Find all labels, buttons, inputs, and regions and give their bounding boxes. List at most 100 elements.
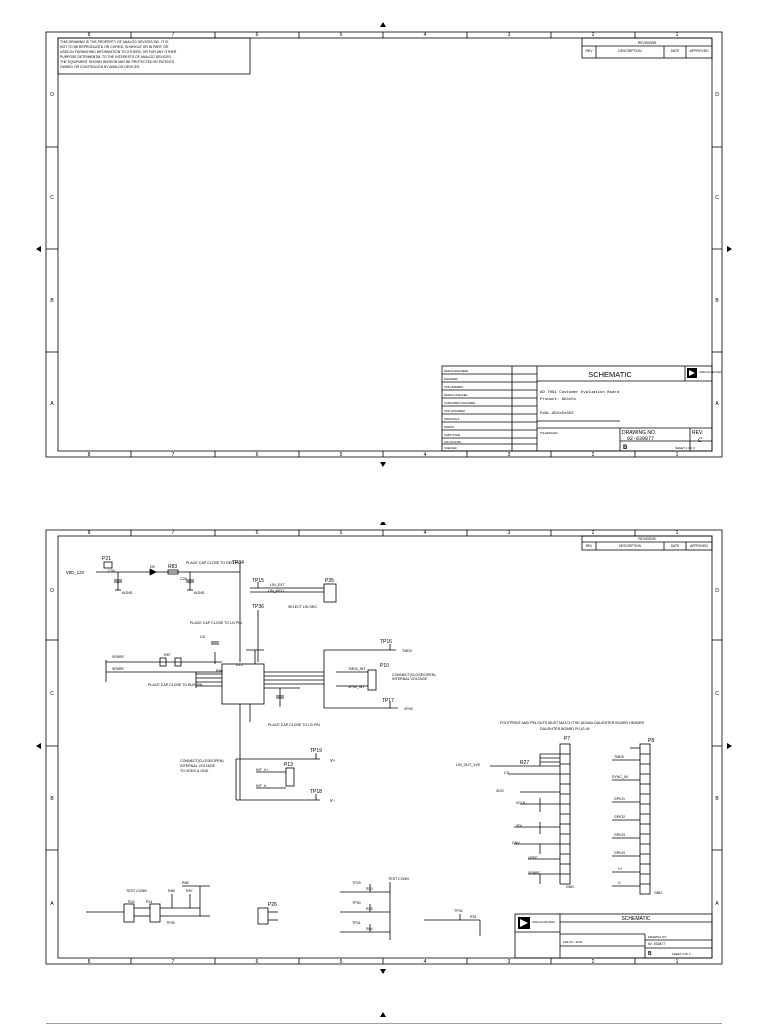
- tmd0-int-net: TMD0_INT: [348, 667, 366, 671]
- tb-field-subsystem-value: ADI-AD-01282: [444, 440, 461, 444]
- tp29-label: TP29: [352, 881, 361, 885]
- inner-border: [57, 37, 713, 452]
- tb-field-test-engineer: TEST ENGINEER: [444, 409, 465, 413]
- s2-tb-company: ANALOG DEVICES: [532, 920, 555, 924]
- col-label-bottom-2: 2: [592, 452, 595, 458]
- s2-col-top-2: 2: [592, 530, 595, 536]
- p24-connector: [149, 903, 161, 923]
- daughter-note-1: FOOTPRINT AND PIN OUTS MUST MATCH THE AD…: [500, 721, 645, 725]
- vminus-net: V-: [330, 799, 335, 804]
- daughter-note-2: DAUGHTER BOARD PLUG-IN: [540, 727, 590, 731]
- s2-col-bottom-6: 6: [256, 959, 259, 965]
- p-connector-left: [123, 903, 135, 923]
- revisions-title: REVISIONS: [638, 41, 657, 45]
- tb-drawing-label: DRAWING NO.: [622, 430, 656, 436]
- alignment-arrows: [36, 22, 732, 467]
- s2-rev-header-rev: REV: [586, 544, 593, 548]
- s2-col-bottom-8: 8: [88, 959, 91, 965]
- col-label-top-5: 5: [340, 32, 343, 38]
- schematic-sheet-2: 8 7 6 5 4 3 2 1 8 7 6 5 4 3 2 1 D C B A …: [0, 522, 768, 992]
- col-label-bottom-1: 1: [676, 452, 679, 458]
- s2-col-bottom-5: 5: [340, 959, 343, 965]
- tb-rev-value: C: [698, 438, 703, 444]
- tb-field-approvals: APPROVALS: [444, 417, 460, 421]
- p7-net-sdi: SDI: [516, 824, 522, 828]
- inner-border-2: [57, 535, 713, 959]
- p8-gnd: GND: [654, 891, 662, 895]
- agnd-label-1: AGND: [122, 591, 133, 595]
- col-label-top-4: 4: [424, 32, 427, 38]
- analog-logo-triangle-icon: [689, 370, 695, 376]
- s2-row-right-d: D: [715, 588, 719, 594]
- spare-net-1: SPARE: [112, 655, 125, 659]
- revisions-box: [581, 37, 713, 59]
- p7-net-sdo: SDO: [496, 789, 504, 793]
- s2-tb-drawing-label: DRAWING NO.: [648, 935, 667, 939]
- tb-field-pcb-assembly: PCB ASSEMBLY: [444, 385, 464, 389]
- s2-row-left-a: A: [50, 901, 54, 907]
- agnd-label-2: AGND: [194, 591, 205, 595]
- col-label-bottom-5: 5: [340, 452, 343, 458]
- s2-tb-title: SCHEMATIC: [621, 916, 650, 922]
- arrow-top-2-icon: [380, 522, 386, 525]
- tb-schematic-title: SCHEMATIC: [588, 370, 632, 379]
- select-lin-src: SELECT LIN SRC: [288, 605, 317, 609]
- row-label-left-b: B: [50, 298, 54, 304]
- tb-sheet: SHEET 1 OF 2: [675, 446, 695, 450]
- s2-revisions-title: REVISIONS: [638, 537, 655, 541]
- xp00-net: XP00: [404, 707, 413, 711]
- tp15-label: TP15: [252, 578, 264, 584]
- s2-row-left-d: D: [50, 588, 54, 594]
- p8-header: [639, 743, 651, 895]
- s2-row-left-c: C: [50, 691, 54, 697]
- rev-header-description: DESCRIPTION: [618, 49, 642, 53]
- row-label-right-d: D: [715, 92, 719, 98]
- column-ticks: [130, 32, 636, 457]
- arrow-bottom-icon: [380, 462, 386, 467]
- c8-label: C8: [200, 635, 205, 639]
- tb-field-checker: CHECKER: [444, 446, 457, 450]
- spare-net-2: SPARE: [112, 667, 125, 671]
- arrow-left-icon: [36, 246, 41, 252]
- tp17-label: TP17: [382, 698, 394, 704]
- s2-col-top-8: 8: [88, 530, 91, 536]
- net-lin-mcu: LIN_MCU: [268, 589, 284, 593]
- col-label-bottom-8: 8: [88, 452, 91, 458]
- tp34-label: TP34: [232, 560, 244, 566]
- s2-row-right-a: A: [715, 901, 719, 907]
- supply-note-2: INTERNAL VOLTAGE: [180, 764, 216, 768]
- power-cap-note: PLACE CAP CLOSE TO REG PIN: [186, 561, 241, 565]
- net-lin-ext: LIN_EXT: [270, 583, 285, 587]
- tp16-label: TP16: [380, 639, 392, 645]
- col-label-bottom-6: 6: [256, 452, 259, 458]
- revisions-box-2: [581, 535, 713, 551]
- mux-cap-note: PLACE CAP CLOSE TO U3 PIN: [190, 621, 242, 625]
- rev-header-approved: APPROVED: [690, 49, 709, 53]
- sheet-3-edge: [46, 1012, 722, 1024]
- u13-body: [221, 663, 265, 705]
- tb-project-line-2: Product: AD4x5x: [540, 397, 577, 402]
- u13-label: U13: [236, 663, 243, 667]
- notice-line-6: OWNED OR CONTROLLED BY ANALOG DEVICES.: [60, 65, 140, 69]
- s2-col-top-4: 4: [424, 530, 427, 536]
- int-vminus-net: INT_V-: [256, 784, 268, 788]
- p8-net-vplus: V+: [618, 867, 623, 871]
- row-ticks-2: [46, 639, 722, 851]
- outer-border: [45, 31, 723, 458]
- schematic-sheet-1: 8 7 6 5 4 3 2 1 8 7 6 5 4 3 2 1 D C B A …: [0, 16, 768, 486]
- test-right-section: [323, 644, 398, 709]
- p8-net-gpio1: GPIO1: [614, 797, 625, 801]
- supply-note-1: CONNECT(CLOSE/OPEN): [180, 759, 224, 763]
- test-conn-label: TEST CONN: [126, 889, 147, 893]
- s2-rev-header-date: DATE: [671, 544, 679, 548]
- s2-tb-sheet: SHEET 2 OF 2: [672, 952, 691, 956]
- p10-label: P10: [380, 663, 389, 669]
- arrow-right-2-icon: [727, 743, 732, 749]
- p7-net-spare: SPARE: [528, 871, 541, 875]
- lin-select-section: [250, 582, 337, 662]
- supply-note-3: TO VDDS & GND: [180, 769, 209, 773]
- p35-label: P35: [325, 578, 334, 584]
- p35-connector: [323, 583, 337, 603]
- p13-label: P13: [284, 762, 293, 768]
- s2-col-bottom-4: 4: [424, 959, 427, 965]
